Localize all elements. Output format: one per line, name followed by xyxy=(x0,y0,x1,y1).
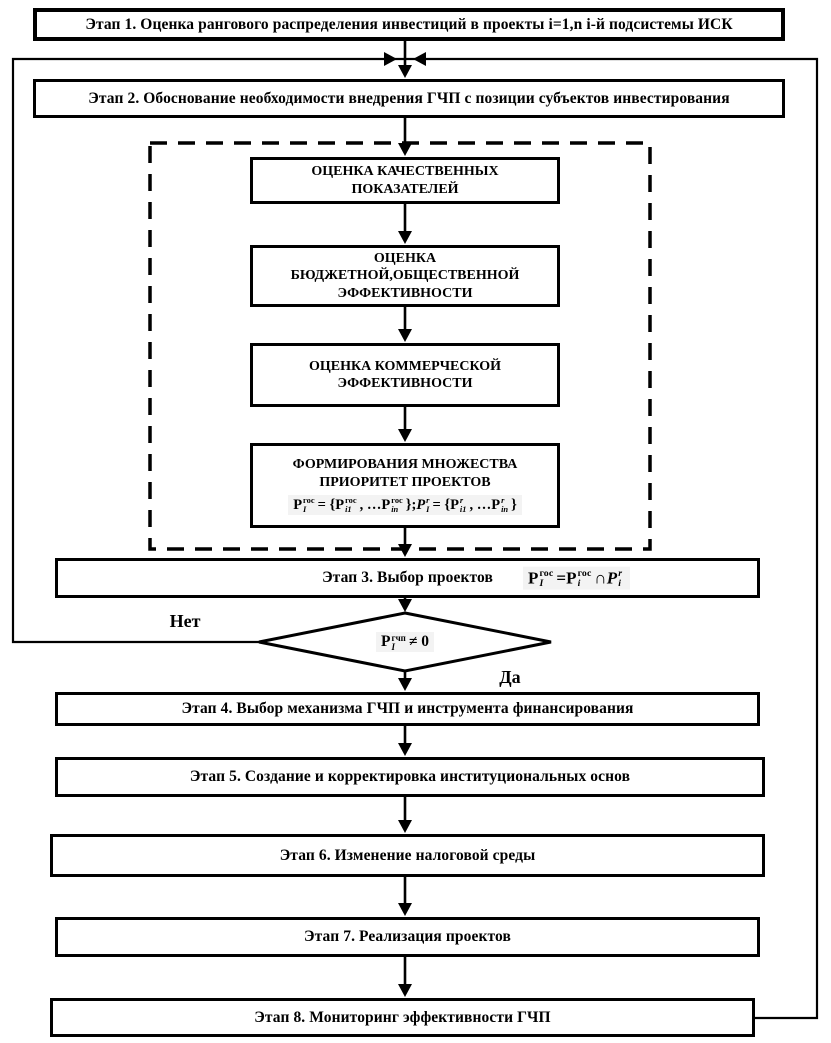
arrow-commercial-to-priority xyxy=(398,407,412,442)
arrow-stage4-to-stage5 xyxy=(398,726,412,756)
arrow-budget-to-commercial xyxy=(398,307,412,342)
arrow-stage2-to-quality xyxy=(398,118,412,156)
arrow-decision-to-stage4 xyxy=(398,671,412,691)
quality-indicators-label: ОЦЕНКА КАЧЕСТВЕННЫХ ПОКАЗАТЕЛЕЙ xyxy=(311,164,499,197)
arrow-quality-to-budget xyxy=(398,204,412,244)
priority-set-formation-label: ФОРМИРОВАНИЯ МНОЖЕСТВА ПРИОРИТЕТ ПРОЕКТО… xyxy=(292,457,518,490)
stage-7-box: Этап 7. Реализация проектов xyxy=(55,917,760,957)
yes-label: Да xyxy=(499,666,521,687)
budget-social-efficiency-label: ОЦЕНКА БЮДЖЕТНОЙ,ОБЩЕСТВЕННОЙ ЭФФЕКТИВНО… xyxy=(290,250,520,301)
stage-2-box: Этап 2. Обоснование необходимости внедре… xyxy=(33,79,785,118)
stage-4-label: Этап 4. Выбор механизма ГЧП и инструмент… xyxy=(181,700,634,718)
stage-1-label: Этап 1. Оценка рангового распределения и… xyxy=(85,15,733,33)
no-label: Нет xyxy=(169,610,201,631)
arrow-stage1-to-stage2 xyxy=(384,41,426,78)
arrow-stage5-to-stage6 xyxy=(398,797,412,833)
stage-3-label: Этап 3. Выбор проектов xyxy=(322,569,493,587)
quality-indicators-box: ОЦЕНКА КАЧЕСТВЕННЫХ ПОКАЗАТЕЛЕЙ xyxy=(250,157,560,204)
stage-4-box: Этап 4. Выбор механизма ГЧП и инструмент… xyxy=(55,692,760,726)
commercial-efficiency-box: ОЦЕНКА КОММЕРЧЕСКОЙ ЭФФЕКТИВНОСТИ xyxy=(250,343,560,407)
stage-7-label: Этап 7. Реализация проектов xyxy=(304,928,511,946)
stage-6-label: Этап 6. Изменение налоговой среды xyxy=(279,846,536,864)
stage-1-box: Этап 1. Оценка рангового распределения и… xyxy=(33,8,785,41)
stage-5-box: Этап 5. Создание и корректировка институ… xyxy=(55,757,765,797)
commercial-efficiency-label: ОЦЕНКА КОММЕРЧЕСКОЙ ЭФФЕКТИВНОСТИ xyxy=(308,358,502,392)
arrow-stage7-to-stage8 xyxy=(398,957,412,997)
evaluation-group-dashed-border xyxy=(148,141,652,551)
stage-5-label: Этап 5. Создание и корректировка институ… xyxy=(189,768,631,786)
arrow-priority-to-stage3 xyxy=(398,528,412,557)
stage-6-box: Этап 6. Изменение налоговой среды xyxy=(50,834,765,877)
budget-social-efficiency-box: ОЦЕНКА БЮДЖЕТНОЙ,ОБЩЕСТВЕННОЙ ЭФФЕКТИВНО… xyxy=(250,245,560,307)
arrow-stage6-to-stage7 xyxy=(398,877,412,916)
priority-set-formation-box: ФОРМИРОВАНИЯ МНОЖЕСТВА ПРИОРИТЕТ ПРОЕКТО… xyxy=(250,443,560,528)
arrow-stage3-to-decision xyxy=(398,598,412,612)
stage-2-label: Этап 2. Обоснование необходимости внедре… xyxy=(88,89,730,107)
stage-8-label: Этап 8. Мониторинг эффективности ГЧП xyxy=(254,1008,551,1026)
stage-8-box: Этап 8. Мониторинг эффективности ГЧП xyxy=(50,998,755,1037)
